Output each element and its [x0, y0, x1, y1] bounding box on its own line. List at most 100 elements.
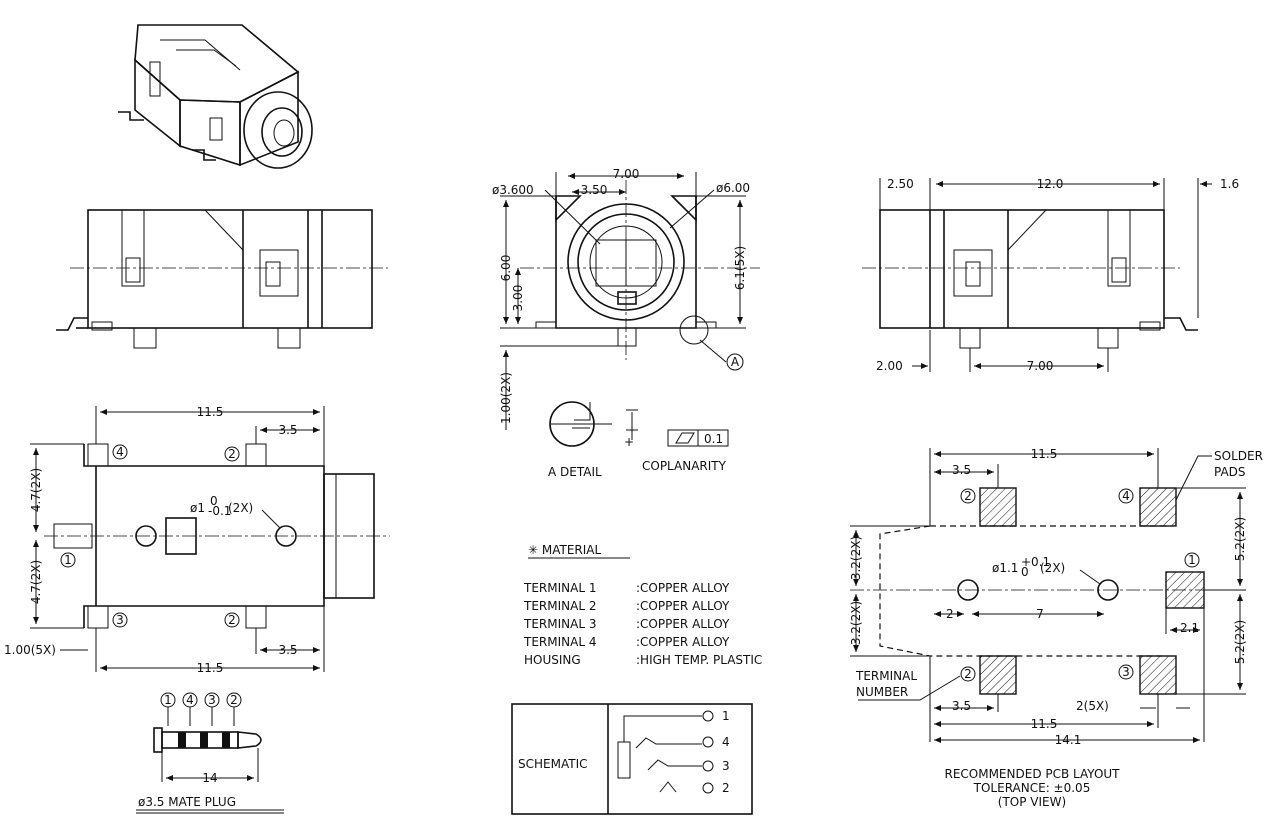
side-view-left: [56, 209, 388, 349]
pcb-terminal-number-2: NUMBER: [856, 685, 908, 699]
pcb-total-len-dim: 14.1: [1055, 733, 1082, 747]
pcb-hole-tol-minus: 0: [1021, 565, 1029, 579]
side-tip-dim: 1.6: [1220, 177, 1239, 191]
svg-text:+: +: [624, 435, 634, 449]
pcb-right-lower-dim: 5.2(2X): [1233, 620, 1247, 664]
schematic-pin-2: 2: [722, 781, 730, 795]
pcb-pad-4: [1139, 487, 1177, 527]
pcb-right-upper-dim: 5.2(2X): [1233, 517, 1247, 561]
top-view: 4 2 1 3 2 11.5 3.5 4.7(2X) 4.7(2X) ø1 0 …: [4, 405, 390, 675]
pcb-bottom-pitch-dim: 3.5: [952, 699, 971, 713]
pcb-overall-len-dim: 11.5: [1031, 447, 1058, 461]
detail-a: + A DETAIL 0.1 COPLANARITY: [548, 401, 729, 479]
top-slot-width-dim: 1.00(5X): [4, 643, 56, 657]
detail-caption: A DETAIL: [548, 465, 602, 479]
pcb-solder-pads-2: PADS: [1214, 465, 1246, 479]
top-hole-qty: (2X): [228, 501, 253, 515]
schematic: SCHEMATIC 1 4 3 2: [511, 703, 753, 815]
detail-ref: A: [731, 355, 740, 369]
pcb-label-4: 4: [1122, 489, 1130, 503]
mate-plug: 1 4 3 2 14 ø3.5 MATE PLUG: [136, 692, 284, 814]
pcb-hole-left-dim: 2: [946, 607, 954, 621]
side-front-dim: 2.50: [887, 177, 914, 191]
material-title: ✳ MATERIAL: [528, 543, 601, 557]
top-term-label-1: 1: [64, 553, 72, 567]
pcb-label-2b: 2: [964, 667, 972, 681]
pcb-caption-3: (TOP VIEW): [998, 795, 1066, 809]
schematic-label: SCHEMATIC: [518, 757, 587, 771]
material-table: ✳ MATERIAL TERMINAL 1 :COPPER ALLOY TERM…: [523, 543, 762, 667]
front-half-height-dim: 3.00: [511, 285, 525, 312]
material-spec-3: :COPPER ALLOY: [636, 617, 730, 631]
schematic-pin-4: 4: [722, 735, 730, 749]
top-upper-width-dim: 4.7(2X): [29, 468, 43, 512]
schematic-pin-3: 3: [722, 759, 730, 773]
top-hole-tol-plus: 0: [210, 494, 218, 508]
front-pin-len-dim: 1.00(2X): [499, 372, 513, 424]
pcb-left-upper-dim: 3.2(2X): [849, 536, 863, 580]
material-item-4: TERMINAL 4: [523, 635, 596, 649]
front-height-dim: 6.00: [499, 255, 513, 282]
plug-caption: ø3.5 MATE PLUG: [138, 795, 236, 809]
pcb-caption-2: TOLERANCE: ±0.05: [973, 781, 1091, 795]
pcb-bottom-len-dim: 11.5: [1031, 717, 1058, 731]
top-len-dim: 11.5: [197, 405, 224, 419]
pcb-pad-3: [1139, 655, 1177, 695]
isometric-view: [118, 24, 313, 169]
pcb-left-lower-dim: 3.2(2X): [849, 601, 863, 645]
side-pin-offset-dim: 2.00: [876, 359, 903, 373]
material-item-1: TERMINAL 1: [523, 581, 596, 595]
pcb-hole-tol-plus: +0.1: [1021, 555, 1050, 569]
side-pin-pitch-dim: 7.00: [1027, 359, 1054, 373]
top-hole-note: ø1: [190, 501, 205, 515]
material-spec-1: :COPPER ALLOY: [636, 581, 730, 595]
bottom-len-dim: 11.5: [197, 661, 224, 675]
material-item-2: TERMINAL 2: [523, 599, 596, 613]
top-hole-tol-minus: -0.1: [208, 504, 231, 518]
pcb-terminal-number-1: TERMINAL: [855, 669, 917, 683]
front-pins-dim: 6.1(5X): [733, 246, 747, 290]
top-term-label-2b: 2: [228, 613, 236, 627]
front-offset-dim: 3.50: [581, 183, 608, 197]
pcb-hole-qty: (2X): [1040, 561, 1065, 575]
pcb-pad-2-lower: [979, 655, 1017, 695]
front-hole-dim: ø3.600: [492, 183, 534, 197]
material-item-3: TERMINAL 3: [523, 617, 596, 631]
side-view-right: 12.0 2.50 1.6 2.00 7.00: [862, 177, 1239, 373]
material-spec-4: :COPPER ALLOY: [636, 635, 730, 649]
top-term-label-3: 3: [116, 613, 124, 627]
top-term-label-4: 4: [116, 445, 124, 459]
material-spec-2: :COPPER ALLOY: [636, 599, 730, 613]
coplanarity-caption: COPLANARITY: [642, 459, 727, 473]
plug-label-1: 1: [164, 693, 172, 707]
flatness-value: 0.1: [704, 432, 723, 446]
pcb-hole-note: ø1.1: [992, 561, 1018, 575]
pcb-layout: 2 4 1 2 3 11.5 3.5 SOLDER PADS 5.2(2X) 5…: [849, 447, 1263, 809]
material-item-5: HOUSING: [524, 653, 581, 667]
pcb-pad-1: [1165, 571, 1205, 609]
front-body-dim: ø6.00: [716, 181, 750, 195]
top-pitch-dim: 3.5: [278, 423, 297, 437]
pcb-pad-2-upper: [979, 487, 1017, 527]
front-width-dim: 7.00: [613, 167, 640, 181]
pcb-label-3: 3: [1122, 665, 1130, 679]
top-lower-width-dim: 4.7(2X): [29, 560, 43, 604]
side-length-dim: 12.0: [1037, 177, 1064, 191]
pcb-pad-width-dim: 2.1: [1180, 621, 1199, 635]
plug-label-3: 3: [208, 693, 216, 707]
pcb-label-2a: 2: [964, 489, 972, 503]
pcb-pad-qty-dim: 2(5X): [1076, 699, 1109, 713]
detail-ref-circle: [726, 353, 744, 371]
top-term-label-2a: 2: [228, 447, 236, 461]
pcb-solder-pads-1: SOLDER: [1214, 449, 1263, 463]
pcb-pad-pitch-dim: 3.5: [952, 463, 971, 477]
bottom-pitch-dim: 3.5: [278, 643, 297, 657]
schematic-pin-1: 1: [722, 709, 730, 723]
material-spec-5: :HIGH TEMP. PLASTIC: [636, 653, 762, 667]
plug-length-dim: 14: [202, 771, 217, 785]
pcb-label-1: 1: [1188, 553, 1196, 567]
plug-label-4: 4: [186, 693, 194, 707]
pcb-hole-pitch-dim: 7: [1036, 607, 1044, 621]
pcb-caption-1: RECOMMENDED PCB LAYOUT: [944, 767, 1120, 781]
